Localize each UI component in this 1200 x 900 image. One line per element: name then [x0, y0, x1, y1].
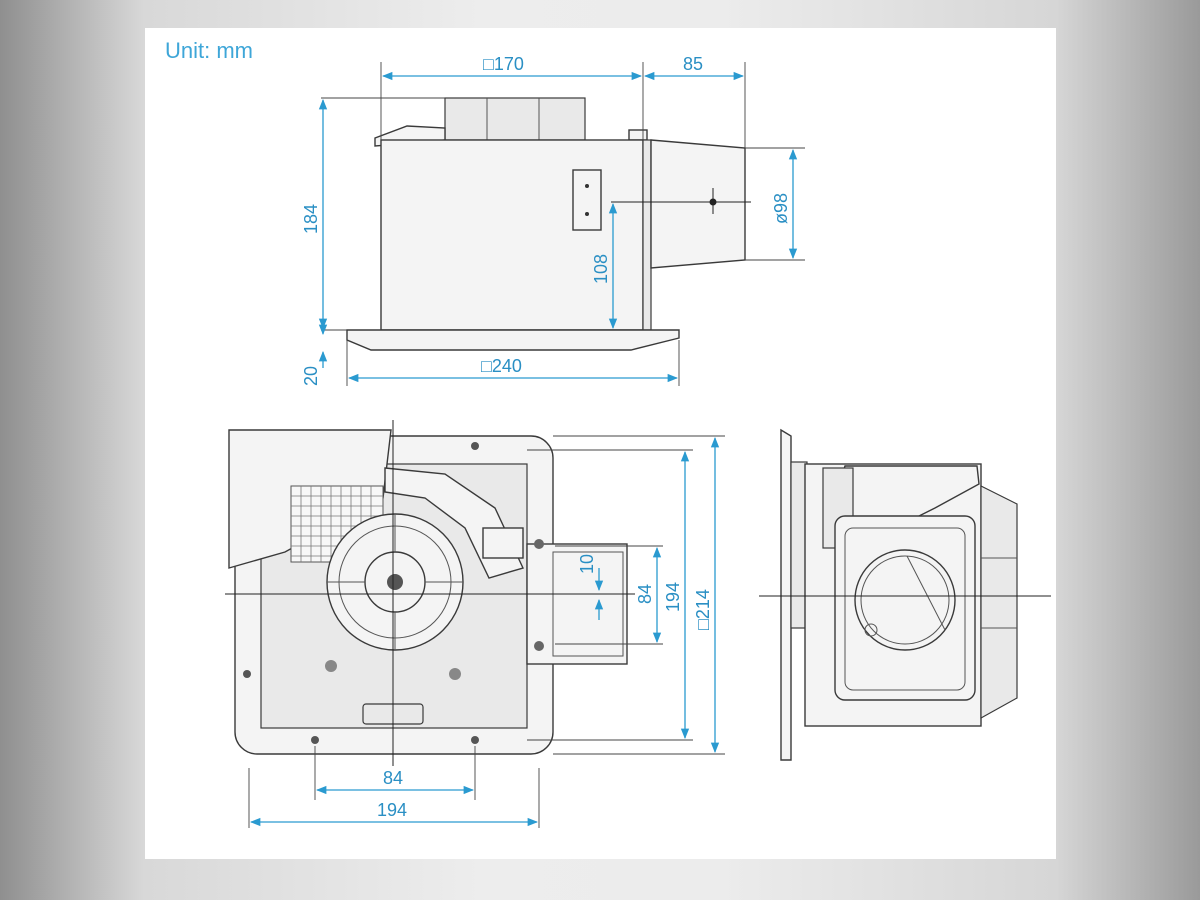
terminal-box	[572, 169, 602, 231]
unit-label: Unit: mm	[165, 38, 253, 63]
side-view	[759, 428, 1051, 761]
dim-bottom-width: 194	[377, 800, 407, 820]
dim-grille-width: □240	[481, 356, 522, 376]
dim-width-top: □170	[483, 54, 524, 74]
dim-duct-span: 84	[635, 584, 655, 604]
fan-body	[380, 139, 644, 331]
drawing-sheet: Unit: mm □170	[145, 28, 1056, 859]
elevation-view: □170 85 184 ø98 108 20 □240	[301, 54, 805, 386]
motor-mount	[482, 527, 524, 559]
motor-housing	[444, 97, 586, 141]
dim-offset-right: 85	[683, 54, 703, 74]
dim-offset-small: 10	[577, 554, 597, 574]
grille-flange	[346, 329, 680, 351]
side-damper	[980, 485, 1018, 720]
dim-duct-diameter: ø98	[771, 193, 791, 224]
dim-bottom-span: 84	[383, 768, 403, 788]
plan-view: 10 84 194 □214 84 194	[225, 420, 725, 828]
dim-height: 184	[301, 204, 321, 234]
side-grille	[780, 428, 792, 761]
side-duct-opening	[854, 549, 956, 651]
dim-body-height: 194	[663, 582, 683, 612]
dim-grille-height: □214	[693, 589, 713, 630]
technical-drawing: Unit: mm □170	[165, 38, 1051, 828]
dim-flange-thickness: 20	[301, 366, 321, 386]
duct-outlet	[650, 139, 746, 269]
dim-duct-height: 108	[591, 254, 611, 284]
